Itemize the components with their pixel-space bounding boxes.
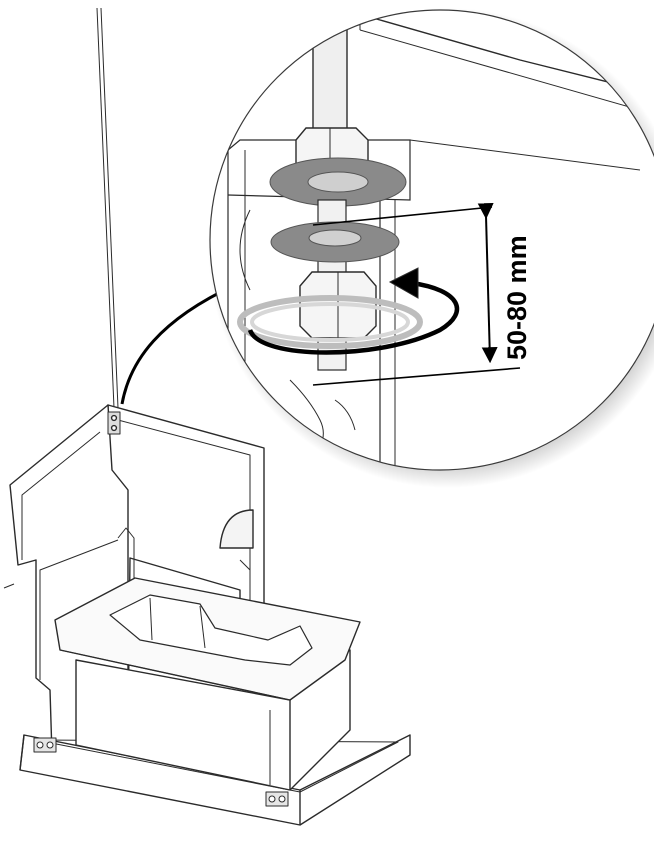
- dimension-label: 50-80 mm: [502, 235, 532, 360]
- rotation-arrow: [247, 280, 460, 355]
- dimension-arrow: [477, 202, 498, 364]
- detail-circle-border: [209, 9, 654, 471]
- unit-back-panel: [107, 404, 265, 736]
- unit-tray: [54, 577, 361, 791]
- threaded-rod: [96, 7, 119, 409]
- callout-pointer: [120, 283, 236, 405]
